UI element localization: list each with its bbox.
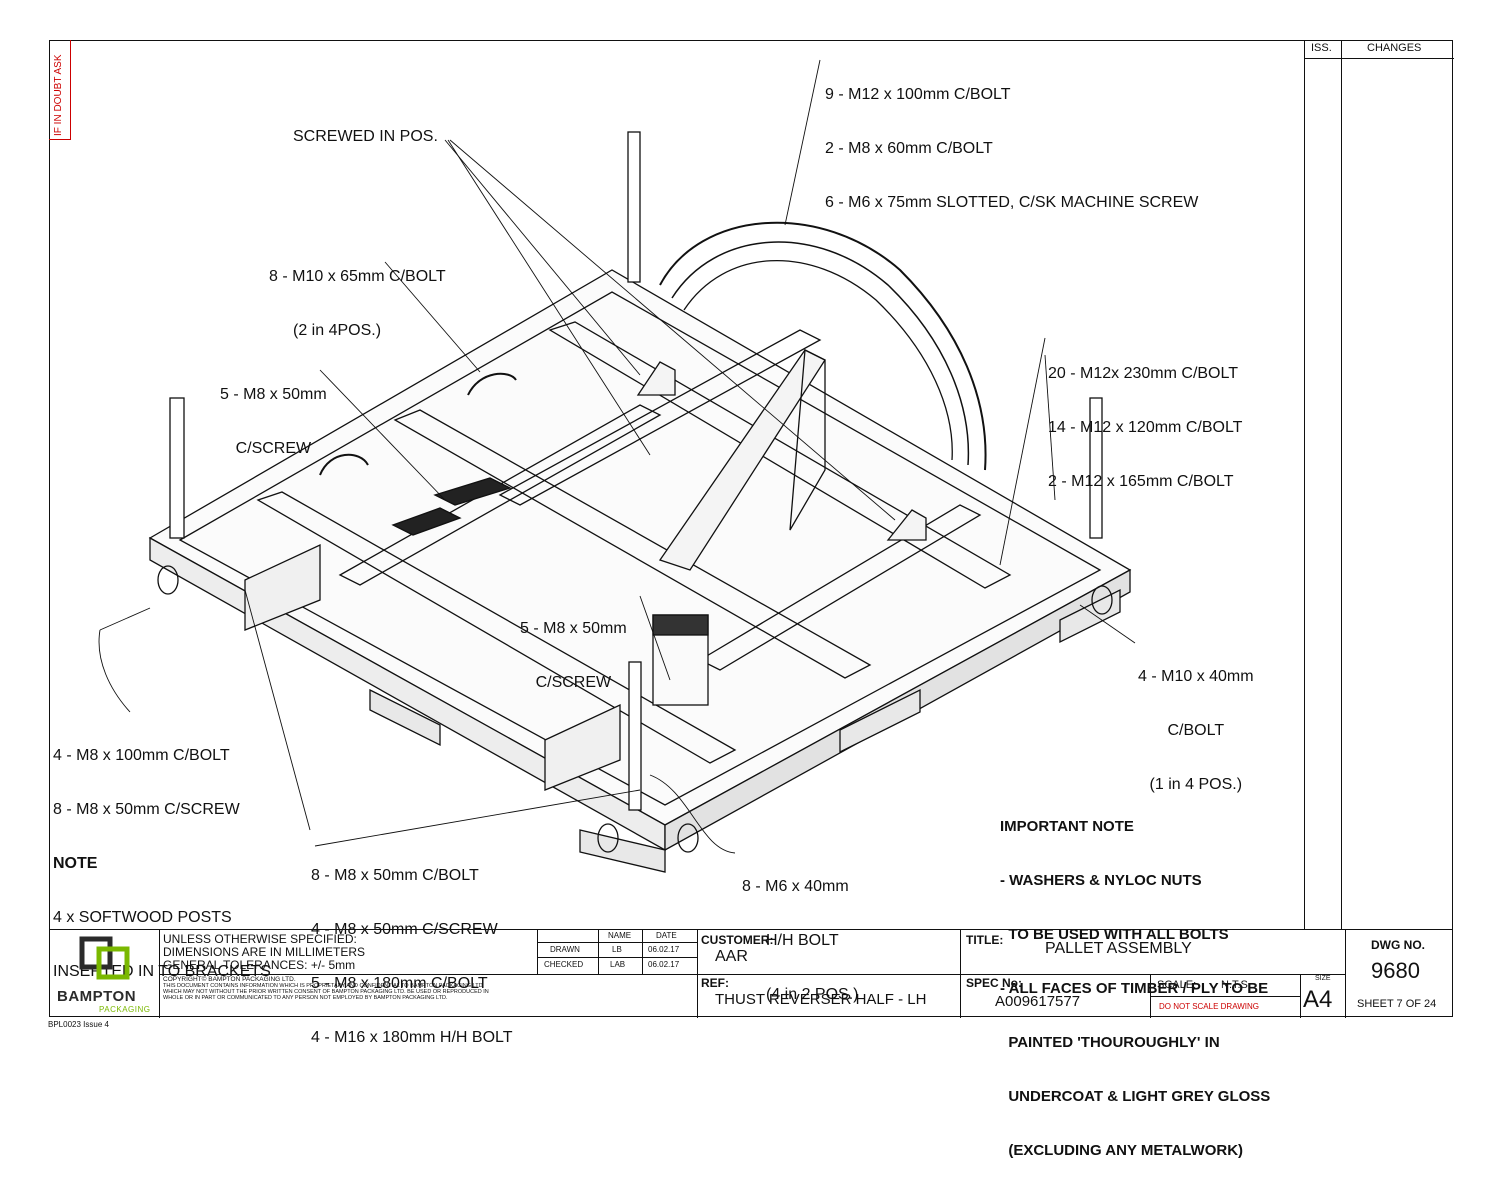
- spec-label: SPEC No:: [966, 976, 1023, 990]
- chock: [636, 361, 676, 396]
- arc-support: [659, 221, 987, 471]
- copyright-3: WHICH MAY NOT WITHOUT THE PRIOR WRITTEN …: [163, 989, 489, 995]
- customer-label: CUSTOMER:: [701, 933, 774, 947]
- checked-date: 06.02.17: [648, 960, 680, 969]
- title-label: TITLE:: [966, 933, 1004, 947]
- skid: [1059, 588, 1121, 644]
- drawn-name: LB: [612, 945, 622, 954]
- bracket: [544, 703, 621, 791]
- lifting-eye: [597, 823, 619, 853]
- callout-left-bottom: 4 - M8 x 100mm C/BOLT 8 - M8 x 50mm C/SC…: [53, 747, 271, 980]
- tolerance-line-1: UNLESS OTHERWISE SPECIFIED:: [163, 932, 357, 946]
- checked-name: LAB: [610, 960, 626, 969]
- post-rear: [627, 131, 641, 283]
- date-label: DATE: [656, 931, 677, 940]
- chock: [886, 509, 927, 541]
- bampton-logo-icon: [79, 936, 130, 980]
- changes-label: CHANGES: [1367, 42, 1422, 54]
- post-front: [628, 661, 642, 811]
- cross-beam: [498, 329, 822, 506]
- callout-top-fasteners: 9 - M12 x 100mm C/BOLT 2 - M8 x 60mm C/B…: [825, 86, 1199, 211]
- drawing-border: [49, 40, 1453, 1017]
- bearer: [393, 409, 872, 679]
- spec-value: A009617577: [995, 993, 1081, 1010]
- checked-label: CHECKED: [544, 960, 584, 969]
- tolerance-line-2: DIMENSIONS ARE IN MILLIMETERS: [163, 945, 366, 959]
- dwg-number: 9680: [1371, 958, 1420, 983]
- skid: [369, 688, 441, 747]
- copyright-4: WHOLE OR IN PART OR COMMUNICATED TO ANY …: [163, 995, 448, 1001]
- company-sub: PACKAGING: [99, 1005, 151, 1014]
- cross-beam: [338, 404, 662, 586]
- ref-label: REF:: [701, 976, 729, 990]
- customer-value: AAR: [715, 948, 748, 965]
- block-black: [391, 507, 462, 536]
- copyright-1: COPYRIGHT© BAMPTON PACKAGING LTD.: [163, 976, 296, 983]
- do-not-scale: DO NOT SCALE DRAWING: [1159, 1002, 1260, 1011]
- left-note-title: NOTE: [53, 855, 98, 872]
- form-code: BPL0023 Issue 4: [48, 1020, 109, 1029]
- callout-m8-50-screw-mid: 5 - M8 x 50mm C/SCREW: [520, 620, 627, 691]
- bearer: [256, 491, 737, 764]
- callout-screwed-in-pos: SCREWED IN POS.: [293, 128, 438, 145]
- scale-value: N.T.S.: [1221, 979, 1251, 991]
- revision-block: ISS. CHANGES: [1304, 40, 1454, 930]
- scale-label: SCALE:: [1157, 979, 1197, 991]
- copyright-2: THIS DOCUMENT CONTAINS INFORMATION WHICH…: [163, 983, 485, 989]
- tolerance-line-3: GENERAL TOLERANCES: +/- 5mm: [163, 958, 356, 972]
- handle: [319, 453, 369, 476]
- callout-m6-40: 8 - M6 x 40mm H/H BOLT (4 in 2 POS.): [742, 878, 859, 1003]
- skid: [579, 829, 666, 873]
- cross-beam: [698, 504, 982, 671]
- skid: [839, 688, 921, 754]
- company-name: BAMPTON: [57, 988, 137, 1005]
- post-left: [169, 397, 185, 539]
- iss-label: ISS.: [1311, 42, 1332, 54]
- post-right: [1089, 397, 1103, 539]
- handle: [467, 372, 517, 396]
- sheet-info: SHEET 7 OF 24: [1357, 998, 1437, 1010]
- dwg-label: DWG NO.: [1371, 938, 1425, 952]
- lifting-eye: [677, 823, 699, 853]
- lifting-eye: [157, 565, 179, 595]
- title-block: NAME DATE DRAWN LB 06.02.17 CHECKED LAB …: [49, 929, 1453, 1018]
- bracket: [244, 543, 321, 631]
- side-warning-box: IF IN DOUBT ASK: [49, 40, 71, 140]
- drawn-date: 06.02.17: [648, 945, 680, 954]
- size-value: A4: [1303, 986, 1333, 1013]
- ref-value: THUST REVERSER HALF - LH: [715, 991, 927, 1008]
- lifting-eye: [1091, 585, 1113, 615]
- drawing-title: PALLET ASSEMBLY: [1045, 940, 1192, 957]
- callout-m10-40: 4 - M10 x 40mm C/BOLT (1 in 4 POS.): [1138, 668, 1254, 793]
- name-label: NAME: [608, 931, 632, 940]
- size-label: SIZE: [1315, 975, 1331, 982]
- block-black: [433, 477, 512, 506]
- callout-right-bolts: 20 - M12x 230mm C/BOLT 14 - M12 x 120mm …: [1048, 365, 1243, 490]
- callout-m10-65: 8 - M10 x 65mm C/BOLT (2 in 4POS.): [269, 268, 446, 339]
- callout-m8-50-screw-left: 5 - M8 x 50mm C/SCREW: [220, 386, 327, 457]
- drawn-label: DRAWN: [550, 945, 580, 954]
- pallet-assembly-drawing: [98, 59, 1136, 873]
